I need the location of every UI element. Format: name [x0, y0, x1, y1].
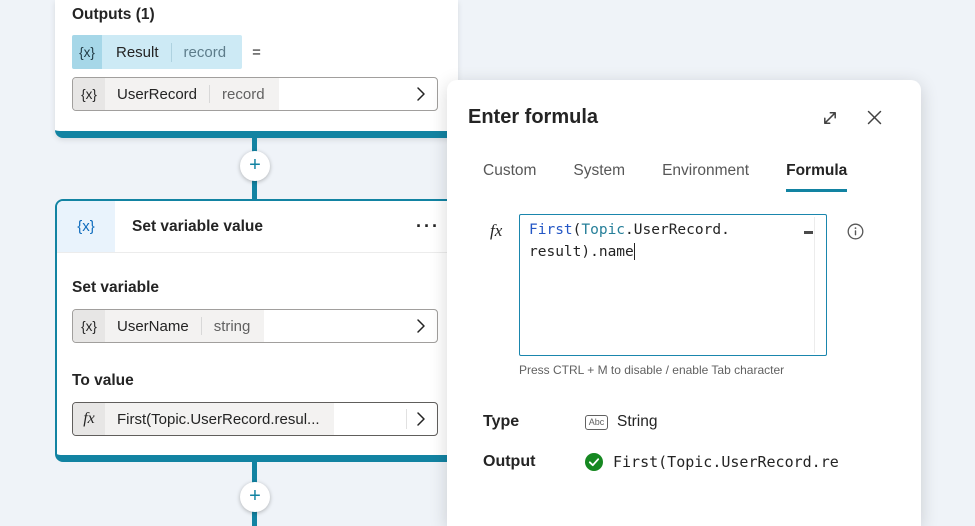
set-variable-label: Set variable [72, 279, 160, 296]
text-cursor [633, 242, 636, 260]
panel-tabs: Custom System Environment Formula [483, 162, 921, 192]
variable-icon: {x} [57, 201, 115, 252]
add-node-button[interactable]: + [240, 482, 270, 512]
abc-string-icon: Abc [585, 414, 608, 430]
variable-type: record [183, 43, 227, 61]
result-variable-pill[interactable]: {x} Result record [72, 35, 243, 69]
divider [209, 85, 211, 103]
type-row: Type Abc String [483, 413, 921, 431]
variable-name: Result [116, 43, 159, 61]
type-label: Type [483, 413, 520, 430]
enter-formula-panel: Enter formula Custom System Environment … [447, 80, 921, 526]
to-value-label: To value [72, 372, 134, 389]
output-value: First(Topic.UserRecord.re [613, 453, 839, 471]
type-value: String [617, 413, 658, 430]
chevron-right-icon[interactable] [416, 86, 426, 102]
output-value-input[interactable]: {x} UserRecord record [72, 77, 438, 111]
expand-icon[interactable] [821, 109, 839, 127]
info-icon[interactable] [846, 222, 864, 240]
formula-editor[interactable]: First(Topic.UserRecord. result).name [519, 214, 827, 356]
panel-header: Enter formula [447, 80, 921, 129]
fx-icon: fx [490, 221, 503, 240]
add-node-button[interactable]: + [240, 151, 270, 181]
chevron-right-icon[interactable] [416, 318, 426, 334]
node-title: Set variable value [132, 217, 263, 235]
divider [170, 42, 172, 62]
tab-custom[interactable]: Custom [483, 162, 537, 179]
fx-icon: fx [73, 403, 105, 435]
token-name: UserRecord [117, 85, 198, 103]
variable-icon: {x} [72, 35, 102, 69]
set-variable-input[interactable]: {x} UserName string [72, 309, 438, 343]
tab-system[interactable]: System [573, 162, 626, 179]
formula-line-1: First(Topic.UserRecord. [529, 222, 730, 238]
formula-value: First(Topic.UserRecord.resul... [117, 410, 320, 428]
outputs-title: Outputs (1) [72, 6, 155, 23]
output-row: Output First(Topic.UserRecord.re [483, 453, 921, 471]
divider [406, 409, 407, 429]
cursor-position-marker [804, 231, 813, 234]
formula-line-2: result).name [529, 242, 636, 260]
editor-hint: Press CTRL + M to disable / enable Tab c… [519, 363, 785, 377]
token-type: record [222, 85, 265, 103]
to-value-input[interactable]: fx First(Topic.UserRecord.resul... [72, 402, 438, 436]
token-type: string [213, 317, 251, 335]
node-header: {x} Set variable value ··· [57, 201, 456, 253]
variable-icon: {x} [73, 310, 105, 342]
chevron-right-icon[interactable] [416, 411, 426, 427]
close-icon[interactable] [865, 109, 883, 127]
set-variable-node[interactable]: {x} Set variable value ··· Set variable … [55, 199, 458, 462]
tab-formula[interactable]: Formula [786, 162, 848, 192]
output-label: Output [483, 453, 536, 470]
panel-title: Enter formula [468, 106, 599, 128]
divider [200, 317, 202, 335]
more-options-button[interactable]: ··· [416, 216, 440, 236]
equals-sign: = [252, 43, 261, 61]
tab-environment[interactable]: Environment [662, 162, 750, 179]
success-check-icon [585, 453, 603, 471]
formula-editor-row: fx First(Topic.UserRecord. result).name … [447, 214, 921, 377]
result-row: {x} Result record = [72, 35, 438, 69]
overview-ruler [814, 217, 815, 353]
variable-icon: {x} [73, 78, 105, 110]
token-name: UserName [117, 317, 189, 335]
outputs-card: Outputs (1) {x} Result record = {x} User… [55, 0, 458, 138]
